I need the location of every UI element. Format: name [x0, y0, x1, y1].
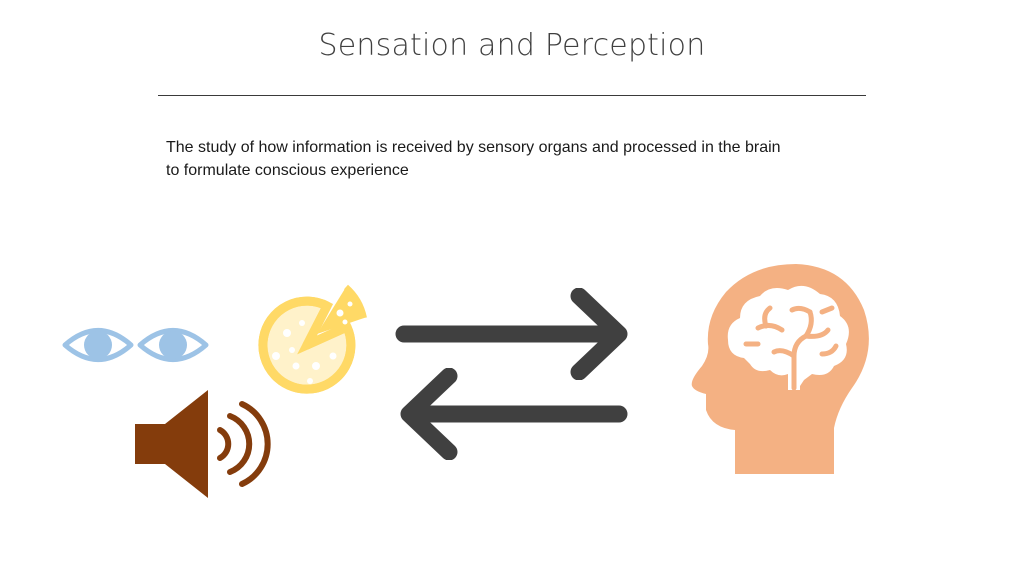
title-divider [158, 95, 866, 96]
head-brain-icon [691, 264, 869, 474]
speaker-icon [135, 390, 271, 498]
slide-description: The study of how information is received… [166, 136, 866, 182]
arrow-right-icon [395, 288, 628, 380]
pizza-icon [258, 284, 367, 394]
eye-icon-left [62, 328, 134, 362]
description-line-2: to formulate conscious experience [166, 162, 409, 179]
slide-title: Sensation and Perception [318, 28, 706, 63]
description-line-1: The study of how information is received… [166, 139, 781, 156]
arrow-left-icon [400, 368, 628, 460]
eye-icon-right [137, 328, 209, 362]
